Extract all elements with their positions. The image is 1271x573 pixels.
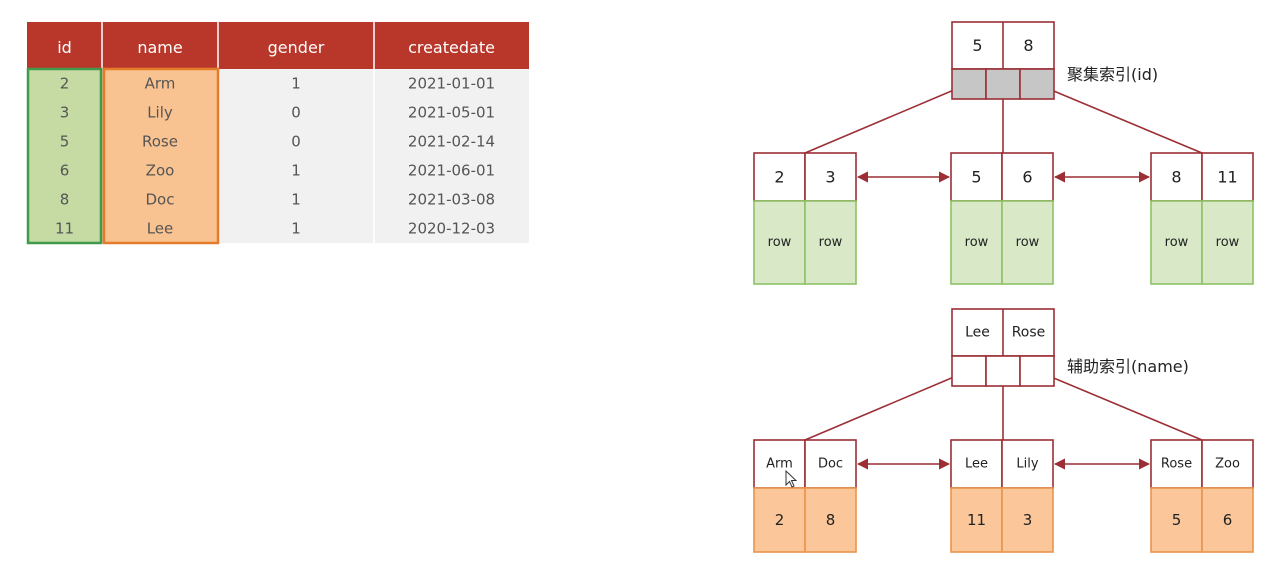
- table-cell: 2: [60, 75, 70, 93]
- column-header-name: name: [137, 38, 182, 57]
- table-cell: 3: [60, 104, 70, 122]
- clustered-root-pointer: [1019, 68, 1055, 100]
- table-cell: 1: [291, 220, 301, 238]
- clustered-leaf-key-cell: [1150, 152, 1203, 202]
- clustered-root-pointer: [985, 68, 1021, 100]
- secondary-leaf-data: 3: [1023, 511, 1033, 529]
- table-header-cell: [27, 22, 102, 69]
- id-column-highlight: [27, 69, 102, 243]
- table-header-cell: [102, 22, 218, 69]
- table-cell: Arm: [145, 75, 176, 93]
- clustered-leaf-key-cell: [753, 152, 806, 202]
- secondary-leaf-key: Rose: [1161, 457, 1192, 472]
- clustered-root-key: 5: [972, 36, 982, 55]
- clustered-leaf-data: row: [768, 235, 792, 250]
- clustered-leaf-data: row: [819, 235, 843, 250]
- table-cell: 6: [60, 162, 70, 180]
- column-header-gender: gender: [268, 38, 325, 57]
- secondary-leaf-data: 11: [967, 511, 986, 529]
- tree-edge: [1036, 370, 1203, 441]
- table-cell: 5: [60, 133, 70, 151]
- clustered-leaf-key: 6: [1022, 168, 1032, 187]
- clustered-index-label: 聚集索引(id): [1067, 65, 1158, 84]
- user-table: id name gender createdate 2 Arm 1 2021-01-01 3 Li…: [26, 22, 529, 245]
- secondary-leaf-key: Arm: [766, 457, 793, 472]
- table-cell: 11: [55, 220, 74, 238]
- table-cell: Lee: [147, 220, 174, 238]
- mouse-cursor-icon: [785, 469, 798, 488]
- clustered-leaf-data: row: [965, 235, 989, 250]
- secondary-leaf-data-cell: [804, 487, 857, 553]
- clustered-leaf-key: 2: [774, 168, 784, 187]
- name-column-highlight: [102, 69, 218, 243]
- clustered-leaf-data-cell: [804, 200, 857, 285]
- secondary-leaf-key-cell: [1001, 439, 1054, 489]
- clustered-leaf-data-cell: [1150, 200, 1203, 285]
- clustered-leaf-data: row: [1216, 235, 1240, 250]
- table-cell: 2021-03-08: [408, 191, 495, 209]
- secondary-leaf-data: 5: [1172, 511, 1182, 529]
- secondary-leaf-key: Zoo: [1215, 457, 1240, 472]
- clustered-leaf-data-cell: [1001, 200, 1054, 285]
- secondary-root-pointer: [1019, 355, 1055, 387]
- table-cell: Zoo: [146, 162, 175, 180]
- name-column-outline: [102, 67, 220, 245]
- secondary-leaf-key: Lee: [965, 457, 988, 472]
- table-cell: 2021-01-01: [408, 75, 495, 93]
- secondary-leaf-key: Doc: [818, 457, 843, 472]
- table-cell: 8: [60, 191, 70, 209]
- secondary-leaf-key: Lily: [1016, 457, 1038, 472]
- secondary-leaf-data-cell: [950, 487, 1003, 553]
- clustered-leaf-key: 11: [1217, 168, 1237, 187]
- table-cell: Lily: [147, 104, 173, 122]
- secondary-root-key: Rose: [1012, 325, 1046, 341]
- table-cell: 2021-05-01: [408, 104, 495, 122]
- table-cell: 0: [291, 133, 301, 151]
- clustered-leaf-key: 8: [1171, 168, 1181, 187]
- clustered-leaf-data: row: [1165, 235, 1189, 250]
- clustered-leaf-key-cell: [1001, 152, 1054, 202]
- table-cell: 2021-06-01: [408, 162, 495, 180]
- table-cell: 1: [291, 162, 301, 180]
- secondary-leaf-data-cell: [1150, 487, 1203, 553]
- clustered-leaf-key: 5: [971, 168, 981, 187]
- table-cell: Doc: [146, 191, 175, 209]
- clustered-leaf-key: 3: [825, 168, 835, 187]
- table-cell: 2021-02-14: [408, 133, 495, 151]
- table-cell: 1: [291, 75, 301, 93]
- table-cell: 2020-12-03: [408, 220, 495, 238]
- column-header-id: id: [57, 38, 72, 57]
- tree-edge: [1036, 83, 1203, 154]
- table-cell: 0: [291, 104, 301, 122]
- table-cell: Rose: [142, 133, 178, 151]
- clustered-leaf-data: row: [1016, 235, 1040, 250]
- tree-edge: [804, 370, 969, 441]
- secondary-leaf-data: 8: [826, 511, 836, 529]
- column-header-createdate: createdate: [408, 38, 495, 57]
- clustered-leaf-data-cell: [753, 200, 806, 285]
- secondary-leaf-data-cell: [1001, 487, 1054, 553]
- secondary-leaf-data-cell: [1201, 487, 1254, 553]
- secondary-leaf-key-cell: [804, 439, 857, 489]
- secondary-leaf-data: 2: [775, 511, 785, 529]
- clustered-root-pointer: [951, 68, 987, 100]
- clustered-root-key: 8: [1023, 36, 1033, 55]
- tree-edge: [804, 83, 969, 154]
- clustered-leaf-data-cell: [1201, 200, 1254, 285]
- clustered-index-tree: 聚集索引(id) 5 8 2 3 row row 5 6 row row 8 11 row row: [753, 21, 1254, 285]
- secondary-root-key: Lee: [965, 325, 990, 341]
- secondary-root-pointer: [951, 355, 987, 387]
- table-cell: 1: [291, 191, 301, 209]
- table-header-cell: [218, 22, 374, 69]
- secondary-leaf-data: 6: [1223, 511, 1233, 529]
- id-column-outline: [26, 67, 103, 245]
- secondary-index-label: 辅助索引(name): [1067, 357, 1189, 376]
- secondary-leaf-key-cell: [950, 439, 1003, 489]
- secondary-root-pointer: [985, 355, 1021, 387]
- secondary-leaf-key-cell: [1150, 439, 1203, 489]
- table-header-cell: [374, 22, 529, 69]
